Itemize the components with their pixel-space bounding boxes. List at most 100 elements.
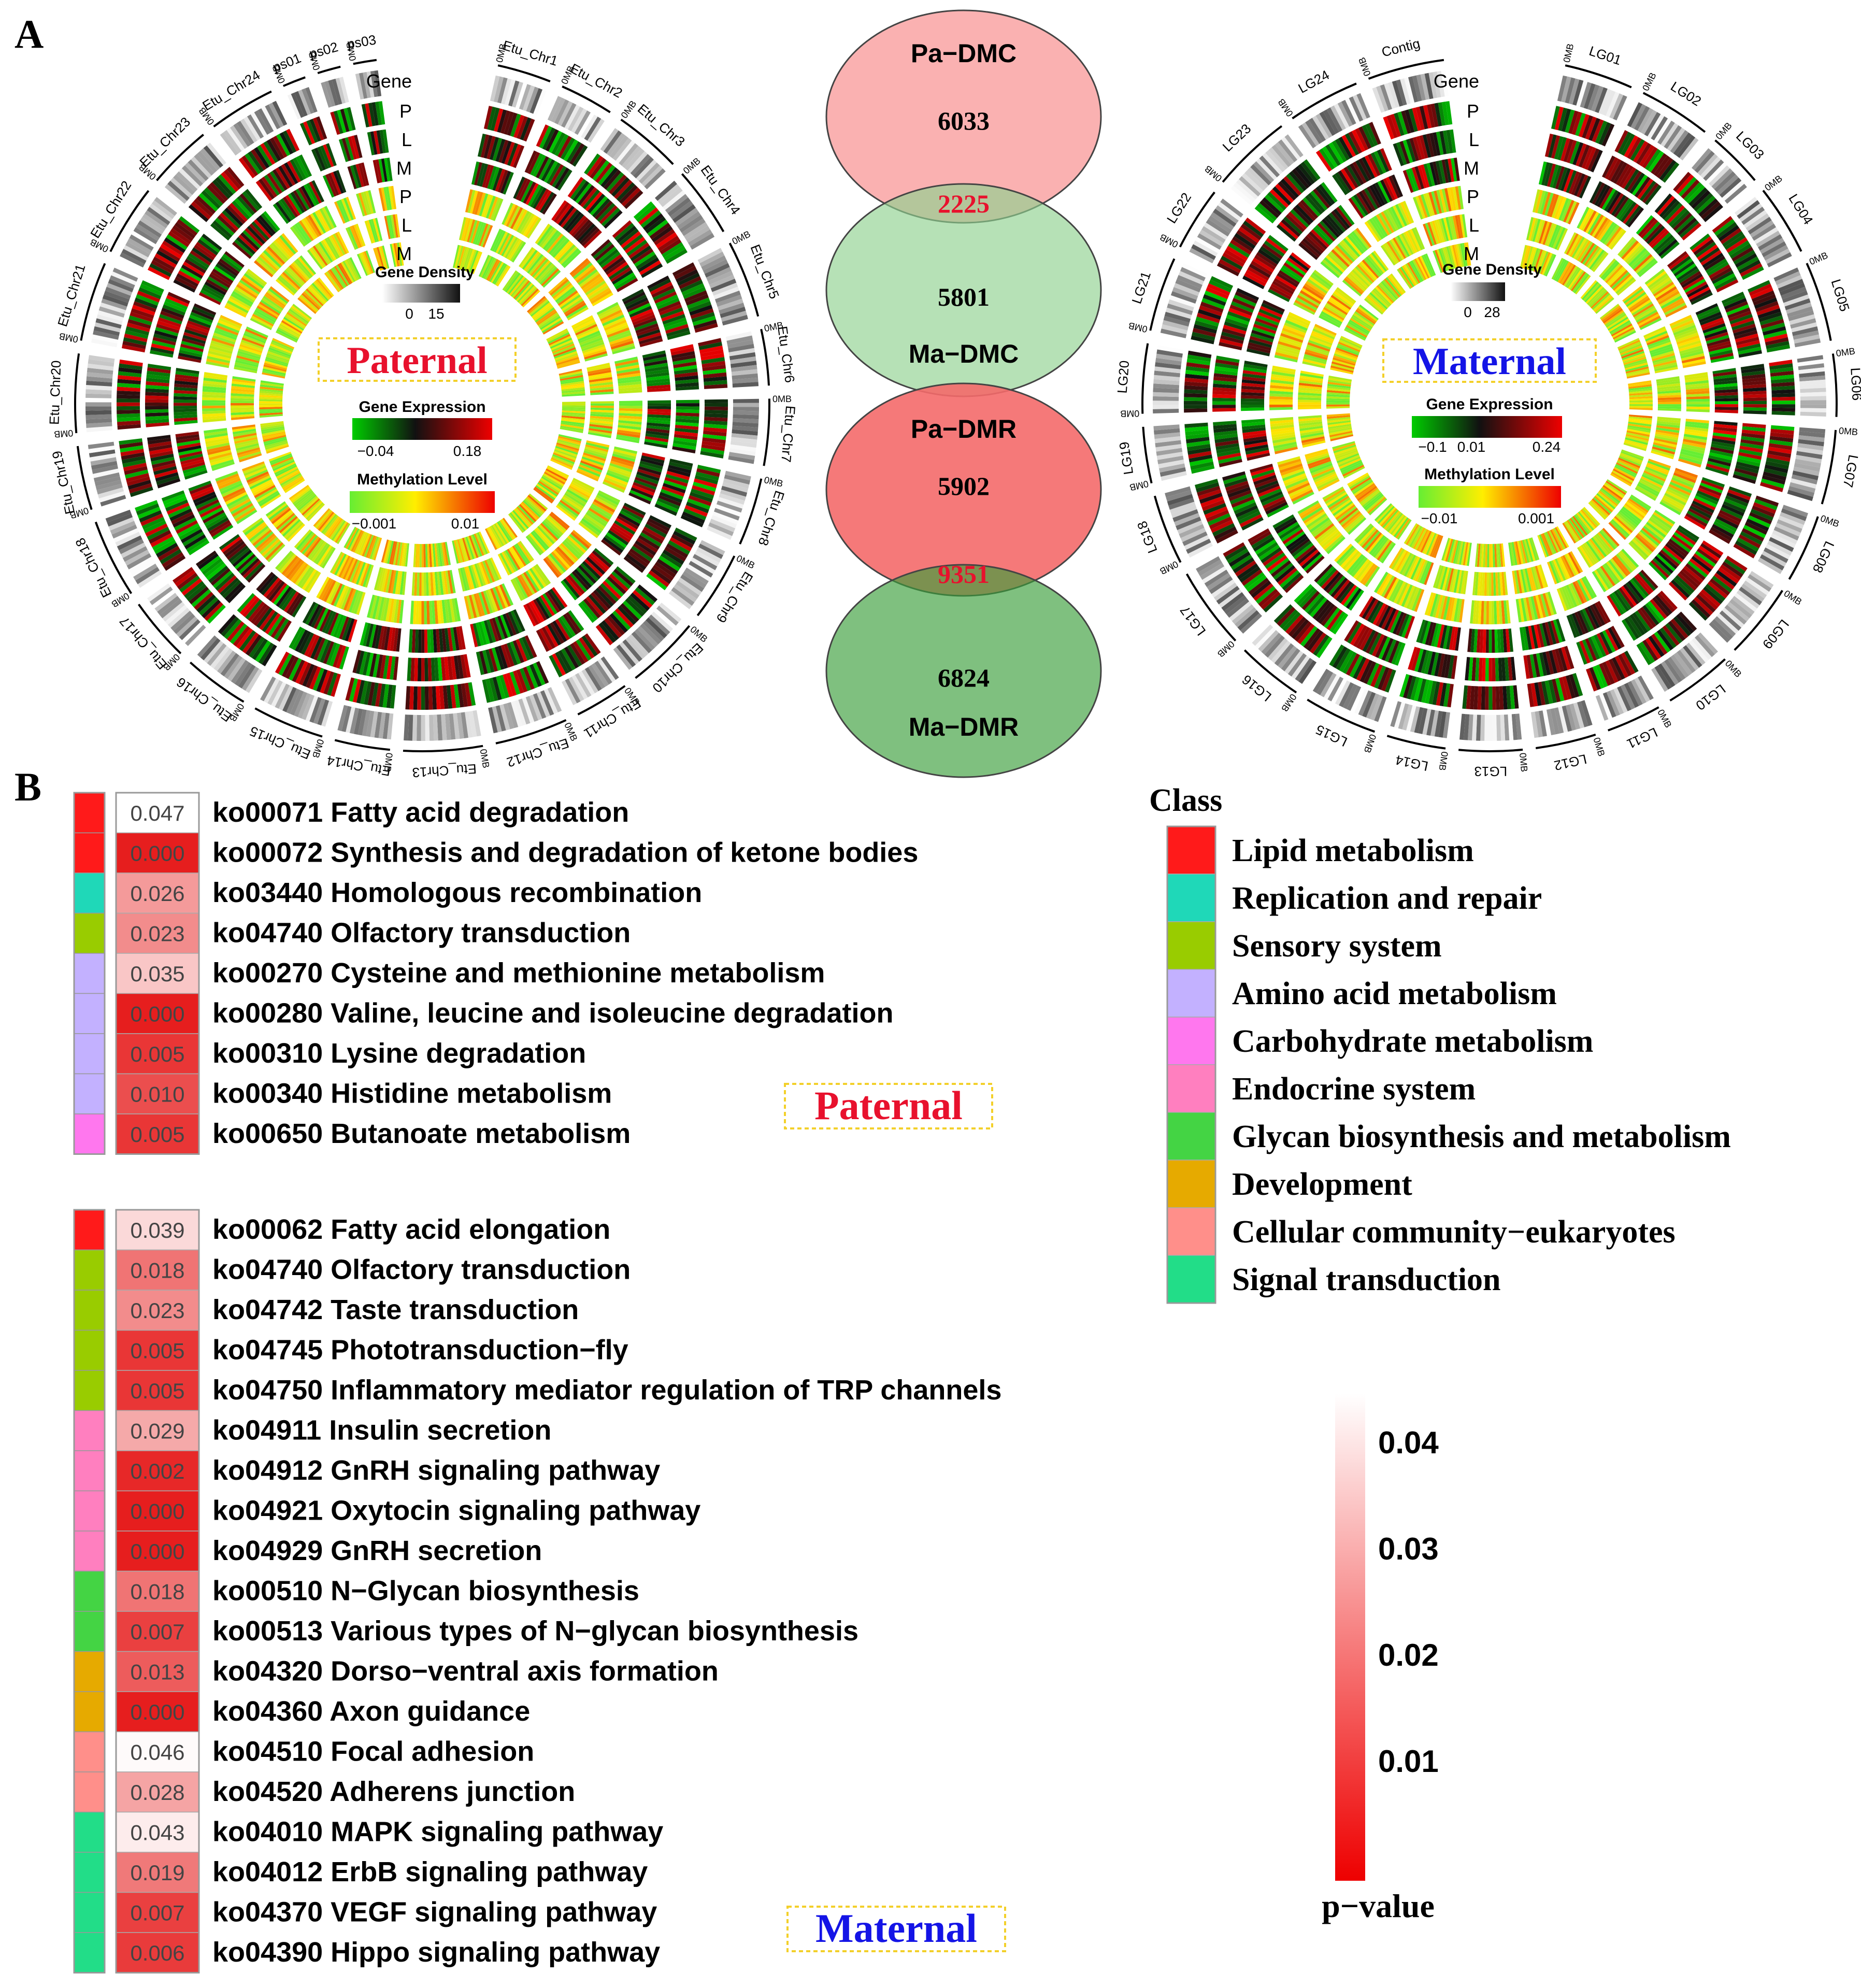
circos-bin	[619, 642, 639, 665]
circos-bin	[207, 604, 226, 624]
circos-bin	[253, 311, 275, 325]
circos-bin	[232, 241, 252, 259]
circos-bin	[662, 549, 684, 565]
circos-bin	[601, 207, 621, 226]
circos-bin	[483, 106, 493, 130]
circos-bin	[207, 184, 226, 204]
circos-bin	[240, 232, 260, 251]
circos-bin	[268, 505, 289, 521]
circos-bin	[380, 597, 387, 621]
circos-bin	[360, 533, 371, 556]
circos-bin	[495, 265, 509, 286]
circos-bin	[559, 368, 582, 376]
circos-bin	[242, 463, 266, 474]
circos-bin	[582, 346, 606, 355]
track-label: L	[402, 129, 412, 150]
circos-bin	[653, 229, 675, 246]
circos-bin	[598, 165, 615, 185]
circos-bin	[95, 480, 122, 491]
circos-bin	[117, 379, 141, 384]
circos-bin	[184, 581, 205, 599]
circos-bin	[619, 413, 642, 417]
circos-bin	[224, 305, 247, 318]
circos-bin	[608, 467, 631, 478]
circos-bin	[602, 481, 625, 493]
circos-bin	[554, 548, 572, 567]
circos-bin	[636, 471, 660, 481]
circos-bin	[619, 410, 642, 414]
circos-bin	[313, 607, 326, 630]
circos-bin	[268, 347, 291, 357]
circos-bin	[194, 494, 217, 507]
circos-bin	[202, 416, 226, 420]
circos-bin	[550, 511, 570, 528]
circos-bin	[565, 491, 587, 505]
circos-bin	[441, 542, 447, 566]
chromosome-axis	[80, 263, 106, 341]
chromosome-label: Etu_Chr5	[748, 242, 783, 301]
circos-bin	[611, 525, 633, 540]
circos-bin	[298, 662, 311, 685]
circos-bin	[704, 420, 727, 425]
circos-bin	[556, 442, 579, 451]
circos-bin	[669, 459, 693, 467]
circos-bin	[418, 600, 422, 624]
circos-bin	[531, 600, 545, 622]
circos-bin	[236, 628, 253, 649]
circos-bin	[617, 515, 639, 530]
circos-bin	[488, 707, 498, 734]
circos-bin	[145, 409, 169, 413]
chromosome-axis	[577, 685, 626, 716]
circos-bin	[510, 277, 527, 297]
circos-bin	[177, 523, 199, 537]
circos-bin	[617, 430, 641, 436]
circos-bin	[670, 201, 694, 220]
circos-bin	[556, 288, 577, 305]
circos-bin	[517, 575, 531, 597]
circos-bin	[196, 195, 216, 214]
circos-bin	[604, 256, 624, 273]
circos-bin	[539, 314, 560, 328]
circos-bin	[207, 142, 226, 165]
circos-bin	[560, 379, 584, 384]
circos-bin	[614, 356, 638, 364]
circos-bin	[238, 346, 262, 355]
circos-bin	[684, 567, 709, 585]
circos-bin	[578, 330, 600, 341]
circos-bin	[264, 362, 287, 370]
circos-bin	[274, 618, 289, 640]
circos-bin	[703, 431, 727, 437]
circos-bin	[160, 598, 182, 619]
circos-bin	[228, 297, 250, 311]
circos-bin	[117, 535, 142, 551]
circos-bin	[280, 473, 302, 487]
circos-bin	[280, 322, 302, 335]
circos-bin	[499, 614, 511, 638]
circos-bin	[410, 657, 415, 681]
circos-bin	[588, 372, 612, 378]
circos-bin	[584, 353, 608, 362]
circos-bin	[375, 596, 382, 620]
circos-bin	[540, 523, 559, 541]
circos-bin	[523, 251, 540, 271]
circos-bin	[378, 712, 386, 739]
circos-bin	[619, 143, 638, 166]
circos-bin	[327, 612, 339, 635]
circos-bin	[523, 214, 537, 236]
circos-bin	[240, 277, 262, 293]
circos-bin	[511, 511, 527, 531]
circos-bin	[256, 217, 274, 237]
chromosome-tick-label: 0MB	[772, 394, 792, 404]
circos-bin	[650, 567, 672, 584]
circos-bin	[349, 560, 360, 582]
circos-bin	[118, 367, 142, 374]
circos-bin	[723, 478, 750, 489]
circos-bin	[608, 264, 630, 280]
circos-bin	[187, 320, 210, 331]
circos-bin	[193, 244, 215, 261]
circos-bin	[255, 307, 277, 321]
circos-bin	[417, 686, 421, 710]
circos-bin	[608, 174, 627, 195]
circos-bin	[1487, 544, 1490, 568]
circos-bin	[319, 512, 336, 533]
